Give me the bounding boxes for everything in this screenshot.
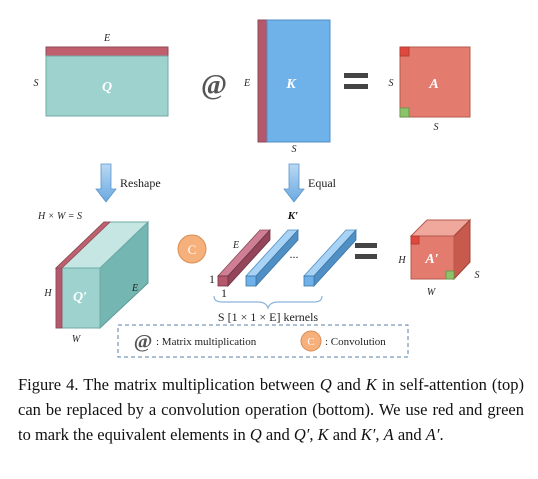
equal-sign-bottom bbox=[355, 243, 377, 259]
legend-conv-text: : Convolution bbox=[325, 336, 386, 348]
kernels-dim-one-bottom: 1 bbox=[221, 286, 227, 300]
figure-diagram: Q E S @ K E S A S S Reshape Equal bbox=[34, 19, 480, 358]
tensor-q-prime-dim-e: E bbox=[131, 283, 138, 294]
matrix-a-dim-bottom: S bbox=[434, 122, 439, 133]
matrix-k: K E S bbox=[243, 19, 331, 155]
tensor-q-prime-dim-hw: H × W = S bbox=[37, 211, 82, 222]
tensor-q-prime-dim-w: W bbox=[72, 334, 82, 345]
legend-matmul-text: : Matrix multiplication bbox=[156, 336, 257, 348]
tensor-a-prime-dim-s: S bbox=[475, 270, 480, 281]
matmul-operator: @ bbox=[201, 70, 227, 101]
kernels-dots: ... bbox=[290, 247, 299, 261]
figure-caption: Figure 4. The matrix multiplication betw… bbox=[18, 375, 525, 444]
tensor-q-prime: Q′ H × W = S H E W bbox=[37, 211, 150, 345]
kernels-dim-one-left: 1 bbox=[209, 272, 215, 286]
equal-sign-top bbox=[344, 73, 368, 89]
equal-arrow: Equal bbox=[283, 163, 337, 203]
reshape-arrow: Reshape bbox=[95, 163, 161, 203]
kernels-k-prime: K′ E 1 1 ... S [1 × 1 × E] kernels bbox=[209, 210, 357, 324]
kernels-dim-e: E bbox=[232, 240, 239, 251]
kernels-k-prime-label: K′ bbox=[287, 210, 298, 222]
matrix-q-dim-s: S bbox=[34, 78, 39, 89]
matrix-a: A S S bbox=[389, 46, 471, 133]
matrix-a-dim-left: S bbox=[389, 78, 394, 89]
matrix-q-dim-e: E bbox=[103, 33, 110, 44]
matrix-a-label: A bbox=[428, 77, 438, 92]
tensor-a-prime-dim-w: W bbox=[427, 287, 437, 298]
matrix-k-label: K bbox=[285, 77, 297, 92]
legend: @ : Matrix multiplication C : Convolutio… bbox=[117, 324, 409, 358]
tensor-q-prime-label: Q′ bbox=[73, 290, 87, 305]
convolution-symbol-label: C bbox=[188, 242, 197, 257]
tensor-a-prime-dim-h: H bbox=[397, 255, 406, 266]
tensor-q-prime-dim-h: H bbox=[43, 288, 52, 299]
kernels-caption: S [1 × 1 × E] kernels bbox=[218, 310, 319, 324]
tensor-a-prime-label: A′ bbox=[424, 252, 438, 267]
legend-conv-symbol: C bbox=[307, 336, 314, 348]
legend-conv-circle bbox=[300, 330, 322, 352]
matrix-q-label: Q bbox=[102, 80, 112, 95]
legend-matmul-symbol: @ bbox=[134, 331, 153, 353]
reshape-label: Reshape bbox=[120, 176, 161, 190]
matrix-q: Q E S bbox=[34, 33, 169, 117]
tensor-a-prime: A′ H S W bbox=[397, 218, 480, 298]
kernels-brace bbox=[213, 295, 323, 310]
equal-arrow-label: Equal bbox=[308, 176, 337, 190]
matrix-k-dim-s: S bbox=[292, 144, 297, 155]
matrix-k-dim-e: E bbox=[243, 78, 250, 89]
convolution-symbol: C bbox=[177, 234, 207, 264]
